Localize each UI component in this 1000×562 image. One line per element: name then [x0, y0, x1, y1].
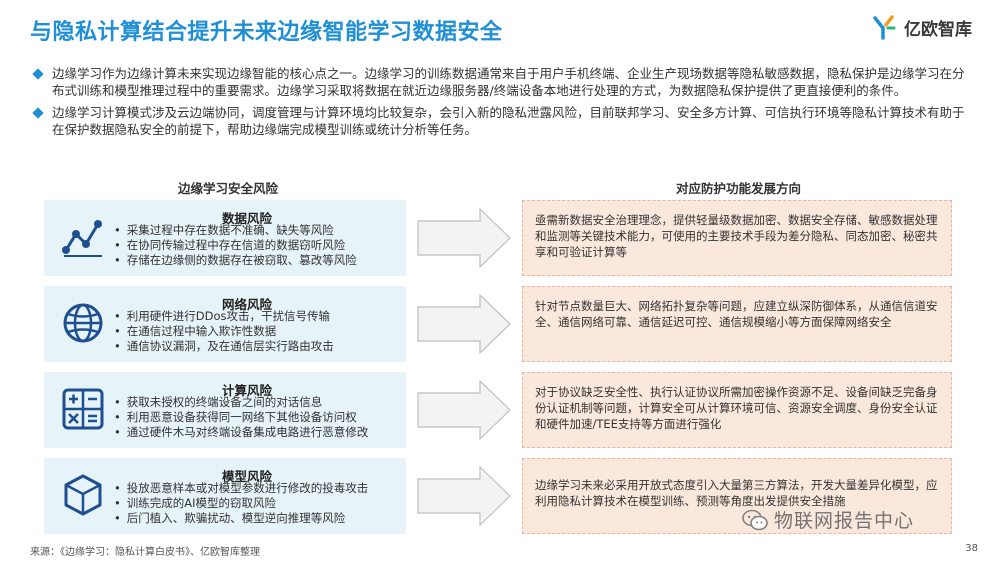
- response-card-data: 亟需新数据安全治理理念，提供轻量级数据加密、数据安全存储、敏感数据处理和监测等关…: [522, 200, 952, 276]
- list-item: 利用恶意设备获得同一网络下其他设备访问权: [114, 410, 368, 425]
- list-item: 投放恶意样本或对模型参数进行修改的投毒攻击: [114, 481, 369, 496]
- response-card-compute: 对于协议缺乏安全性、执行认证协议所需加密操作资源不足、设备间缺乏完备身份认证机制…: [522, 372, 952, 448]
- diamond-bullet-icon: [32, 107, 44, 119]
- list-item: 在协同传输过程中存在信道的数据窃听风险: [114, 238, 357, 253]
- list-item: 训练完成的AI模型的窃取风险: [114, 496, 368, 511]
- list-item: 获取未授权的终端设备之间的对话信息: [114, 395, 368, 410]
- yiou-logo-icon: [873, 15, 896, 40]
- risk-list: 获取未授权的终端设备之间的对话信息 利用恶意设备获得同一网络下其他设备访问权 通…: [114, 395, 369, 440]
- page-title: 与隐私计算结合提升未来边缘智能学习数据安全: [30, 20, 503, 45]
- list-item: 后门植入、欺骗扰动、模型逆向推理等风险: [114, 511, 368, 526]
- intro-bullet: 边缘学习作为边缘计算未来实现边缘智能的核心点之一。边缘学习的训练数据通常来自于用…: [32, 66, 970, 99]
- bullet-text: 边缘学习作为边缘计算未来实现边缘智能的核心点之一。边缘学习的训练数据通常来自于用…: [52, 66, 965, 98]
- intro-bullets: 边缘学习作为边缘计算未来实现边缘智能的核心点之一。边缘学习的训练数据通常来自于用…: [32, 66, 970, 144]
- response-card-network: 针对节点数量巨大、网络拓扑复杂等问题，应建立纵深防御体系，从通信信道安全、通信网…: [522, 286, 952, 362]
- cube-icon: [64, 474, 102, 516]
- arrow-right-icon: [417, 293, 511, 355]
- calculator-icon: [62, 388, 104, 430]
- list-item: 通信协议漏洞，及在通信层实行路由攻击: [114, 339, 334, 354]
- risk-card-compute: 计算风险 获取未授权的终端设备之间的对话信息 利用恶意设备获得同一网络下其他设备…: [44, 372, 406, 448]
- watermark: 物联网报告中心: [742, 506, 914, 533]
- list-item: 利用硬件进行DDos攻击，干扰信号传输: [114, 309, 334, 324]
- risk-list: 利用硬件进行DDos攻击，干扰信号传输 在通信过程中输入欺诈性数据 通信协议漏洞…: [114, 309, 334, 354]
- list-item: 在通信过程中输入欺诈性数据: [114, 324, 334, 339]
- response-card-model: 边缘学习未来必采用开放式态度引入大量第三方算法，开发大量差异化模型，应利用隐私计…: [522, 458, 952, 534]
- risk-list: 投放恶意样本或对模型参数进行修改的投毒攻击 训练完成的AI模型的窃取风险 后门植…: [114, 481, 369, 526]
- logo-text: 亿欧智库: [904, 19, 972, 40]
- logo: 亿欧智库: [872, 14, 972, 40]
- arrow-right-icon: [417, 379, 511, 441]
- diamond-bullet-icon: [32, 68, 44, 80]
- arrow-right-icon: [417, 465, 511, 527]
- list-item: 存储在边缘侧的数据存在被窃取、篡改等风险: [114, 253, 357, 268]
- globe-icon: [63, 303, 103, 343]
- list-item: 通过硬件木马对终端设备集成电路进行恶意修改: [114, 425, 369, 440]
- risk-card-data: 数据风险 采集过程中存在数据不准确、缺失等风险 在协同传输过程中存在信道的数据窃…: [44, 200, 406, 276]
- risk-card-network: 网络风险 利用硬件进行DDos攻击，干扰信号传输 在通信过程中输入欺诈性数据 通…: [44, 286, 406, 362]
- bullet-text: 边缘学习计算模式涉及云边端协同，调度管理与计算环境均比较复杂，会引入新的隐私泄露…: [52, 105, 965, 137]
- risk-card-model: 模型风险 投放恶意样本或对模型参数进行修改的投毒攻击 训练完成的AI模型的窃取风…: [44, 458, 406, 534]
- page-number: 38: [965, 543, 978, 554]
- arrow-right-icon: [417, 207, 511, 269]
- risk-column-header: 边缘学习安全风险: [178, 181, 279, 196]
- data-chart-icon: [62, 220, 102, 257]
- list-item: 采集过程中存在数据不准确、缺失等风险: [114, 223, 357, 238]
- response-column-header: 对应防护功能发展方向: [676, 181, 802, 196]
- wechat-icon: [742, 509, 768, 530]
- intro-bullet: 边缘学习计算模式涉及云边端协同，调度管理与计算环境均比较复杂，会引入新的隐私泄露…: [32, 105, 970, 138]
- watermark-text: 物联网报告中心: [774, 510, 915, 532]
- risk-list: 采集过程中存在数据不准确、缺失等风险 在协同传输过程中存在信道的数据窃听风险 存…: [114, 223, 357, 268]
- source-note: 来源：《边缘学习：隐私计算白皮书》、亿欧智库整理: [30, 547, 260, 558]
